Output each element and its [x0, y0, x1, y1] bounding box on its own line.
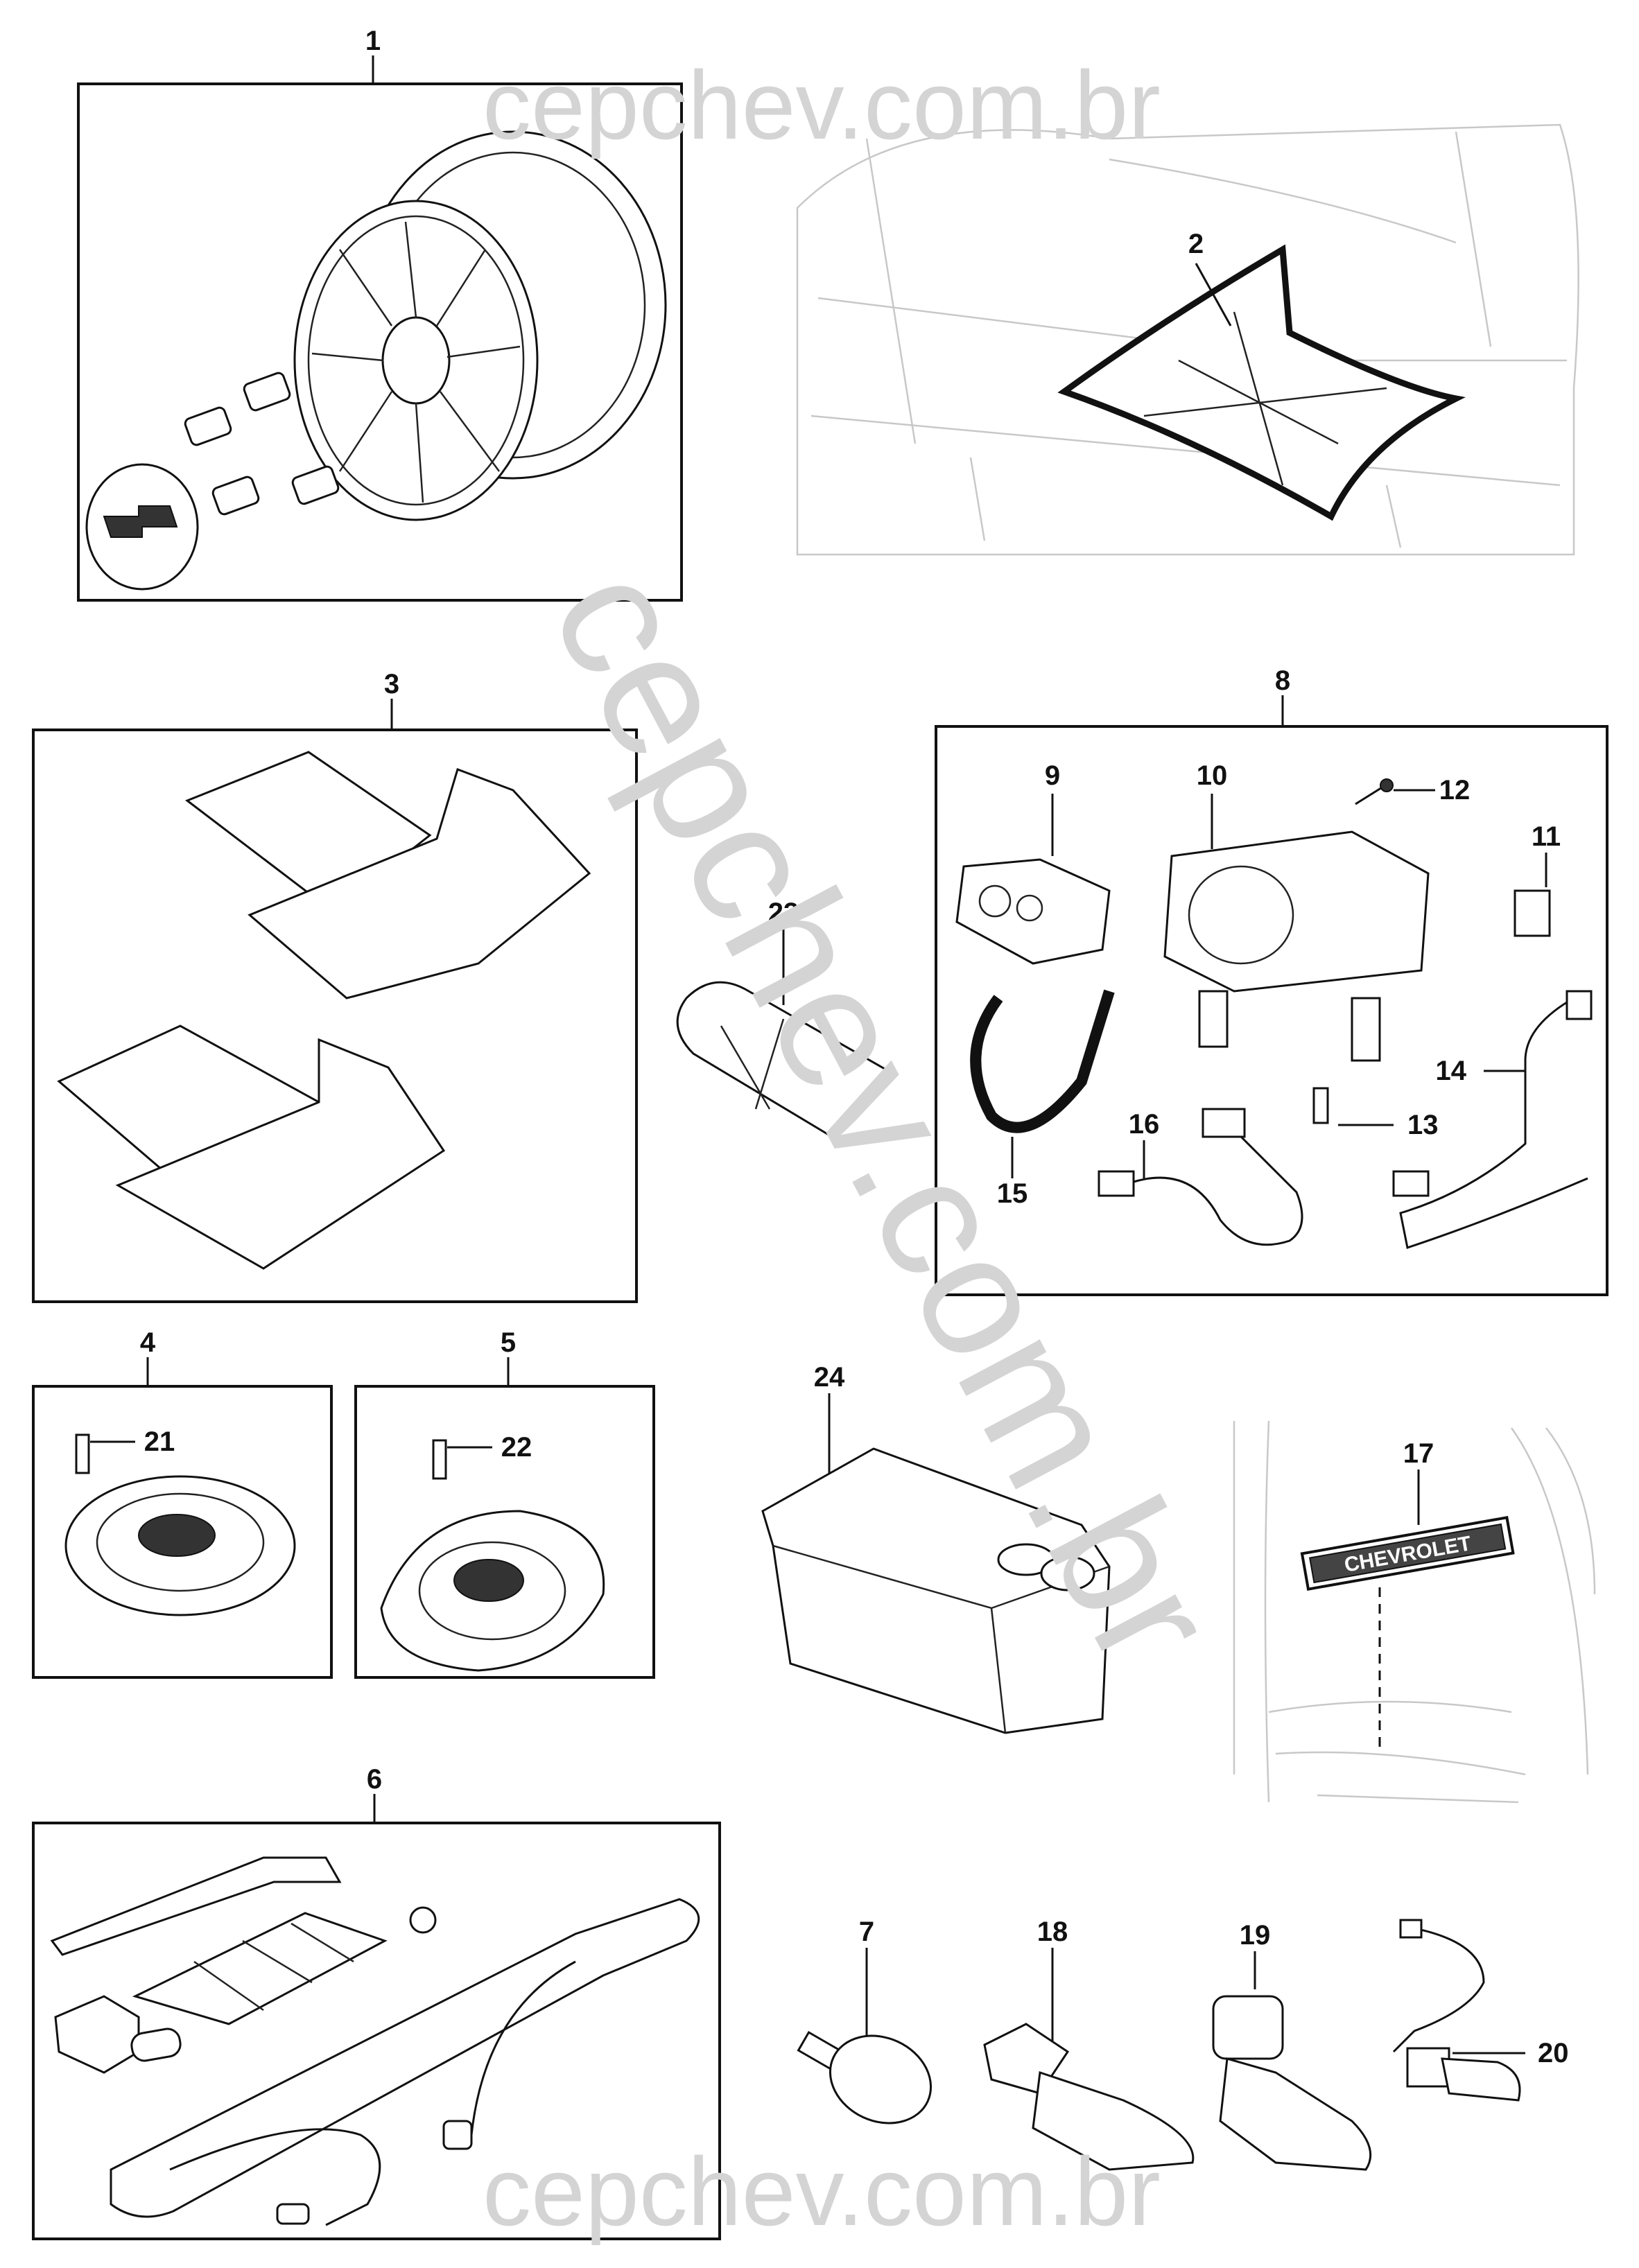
callout-15: 15 — [997, 1178, 1028, 1209]
hub-icon — [381, 316, 451, 405]
callout-21: 21 — [144, 1427, 175, 1457]
panel-6-tool-kit: 6 — [32, 1764, 721, 2240]
callout-18: 18 — [1037, 1917, 1068, 1947]
panel-4-speaker: 4 21 — [32, 1327, 333, 1679]
center-cap-icon — [85, 463, 199, 591]
bulb-20-wire-icon — [1392, 1926, 1485, 2053]
cable-tie-icon — [970, 989, 1115, 1133]
fog-lamp-icon — [1163, 830, 1430, 993]
bulb-19-icon — [1219, 2057, 1372, 2171]
callout-13: 13 — [1407, 1110, 1439, 1140]
switch-icon — [955, 858, 1111, 965]
callout-1: 1 — [365, 26, 381, 56]
panel-2-cargo-net: 2 — [796, 123, 1579, 556]
callout-11: 11 — [1532, 821, 1561, 852]
part-19-bulb: 19 — [1212, 1920, 1372, 2171]
callout-14: 14 — [1436, 1056, 1467, 1086]
callout-10: 10 — [1197, 760, 1228, 791]
part-17-emblem: 17 CHEVROLET — [1233, 1420, 1596, 1804]
cargo-net-icon — [1057, 244, 1466, 521]
callout-12: 12 — [1439, 775, 1471, 805]
part-23-nozzle: 23 — [676, 898, 896, 1138]
watermark-bottom: cepchev.com.br — [483, 2137, 1161, 2246]
bulb-18-icon — [1032, 2070, 1195, 2171]
cooler-box-icon — [761, 1447, 1111, 1734]
callout-4: 4 — [140, 1327, 156, 1358]
callout-19: 19 — [1240, 1920, 1271, 1951]
callout-23: 23 — [768, 898, 799, 928]
screw-21-icon — [75, 1433, 90, 1474]
part-24-cooler: 24 — [761, 1362, 1111, 1734]
jack-handle-icon — [110, 1898, 700, 2218]
part-18-bulb: 18 — [983, 1917, 1195, 2171]
wiring-harness-icon — [1133, 1135, 1303, 1246]
clip-icon — [1514, 889, 1551, 937]
callout-2: 2 — [1188, 229, 1204, 259]
callout-20: 20 — [1538, 2038, 1569, 2068]
bulb-small-icon — [1312, 1087, 1329, 1124]
watermark-top: cepchev.com.br — [483, 51, 1161, 159]
panel-5-speaker: 5 22 — [354, 1327, 655, 1679]
panel-1-alloy-wheel: 1 — [77, 26, 683, 602]
bulb-7-icon — [829, 2034, 933, 2125]
part-7-bulb: 7 — [797, 1917, 933, 2125]
callout-8: 8 — [1275, 665, 1290, 696]
callout-9: 9 — [1045, 760, 1060, 791]
callout-17: 17 — [1403, 1438, 1434, 1469]
panel-8-fog-lamp-kit: 8 9 10 12 11 15 16 13 — [935, 665, 1608, 1296]
part-20-bulb: 20 — [1392, 1919, 1569, 2102]
callout-5: 5 — [501, 1327, 516, 1358]
callout-22: 22 — [501, 1432, 532, 1463]
callout-3: 3 — [384, 669, 399, 699]
lug-nut-icons — [184, 372, 340, 516]
tow-cable-icon — [169, 2128, 381, 2226]
wiring-harness-2-icon — [1399, 997, 1588, 1249]
floor-mat-icons — [57, 751, 591, 1270]
wrench-icon — [50, 1856, 342, 1956]
screw-22-icon — [432, 1439, 447, 1480]
bulb-20-icon — [1441, 2057, 1521, 2102]
screw-icon — [1355, 785, 1384, 805]
panel-3-floor-mats: 3 — [32, 669, 638, 1303]
callout-7: 7 — [859, 1917, 874, 1947]
callout-16: 16 — [1129, 1109, 1160, 1140]
manual-icon — [132, 1912, 388, 2025]
callout-24: 24 — [814, 1362, 845, 1393]
callout-6: 6 — [367, 1764, 382, 1795]
wheel-spokes — [311, 221, 521, 503]
jack-head-icon — [54, 1995, 140, 2074]
